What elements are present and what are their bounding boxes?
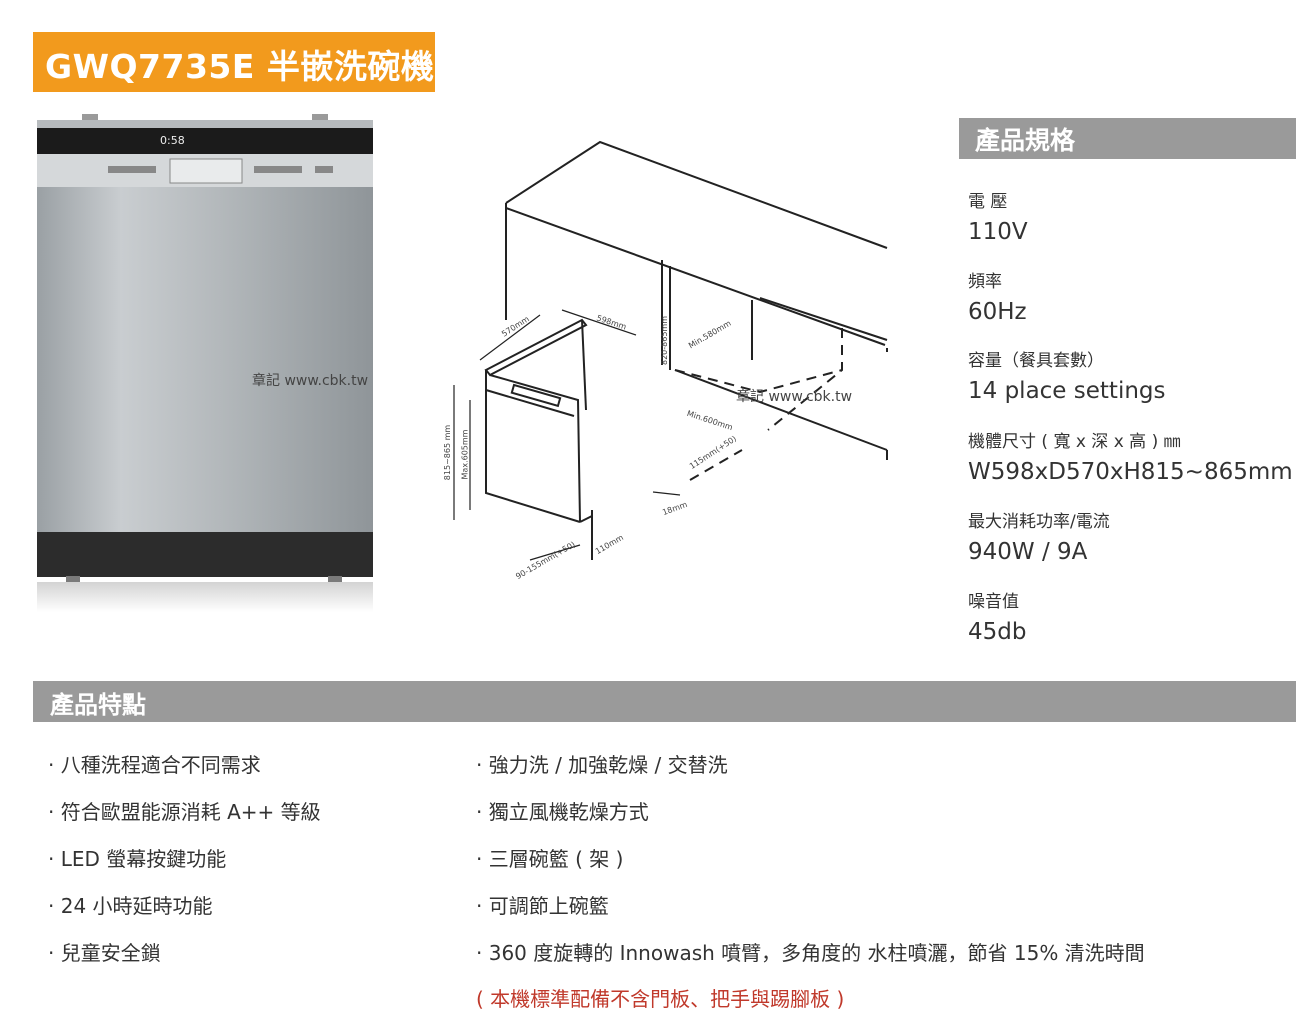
spec-label: 頻率 <box>968 272 1002 292</box>
spec-frequency: 頻率 60Hz <box>968 267 1027 325</box>
dishwasher-photo <box>30 110 380 650</box>
page-title: GWQ7735E 半嵌洗碗機 <box>45 47 435 86</box>
feature-item: · LED 螢幕按鍵功能 <box>48 847 227 871</box>
spec-value: 45db <box>968 619 1027 645</box>
spec-label: 容量（餐具套數） <box>968 351 1104 371</box>
spec-label: 最大消耗功率/電流 <box>968 512 1110 532</box>
dim-cabinet-height: 820-865mm <box>660 315 670 366</box>
feature-heading: 產品特點 <box>50 691 146 719</box>
spec-power: 最大消耗功率/電流 940W / 9A <box>968 507 1110 565</box>
spec-label: 機體尺寸 ( 寬 x 深 x 高 ) ㎜ <box>968 432 1181 452</box>
spec-label: 電 壓 <box>968 192 1008 212</box>
watermark: 章記 www.cbk.tw <box>252 373 369 389</box>
feature-item: · 24 小時延時功能 <box>48 894 213 918</box>
spec-heading-bar: 產品規格 <box>959 118 1296 159</box>
spec-noise: 噪音值 45db <box>968 587 1026 645</box>
feature-item: · 兒童安全鎖 <box>48 941 161 965</box>
installation-diagram <box>440 130 895 600</box>
title-banner: GWQ7735E 半嵌洗碗機 <box>33 32 435 92</box>
feature-item: · 可調節上碗籃 <box>476 894 609 918</box>
accessory-note: ( 本機標準配備不含門板、把手與踢腳板 ) <box>476 987 845 1011</box>
dim-max-door: Max.605mm <box>460 429 470 480</box>
display-readout: 0:58 <box>160 134 185 147</box>
feature-item: · 符合歐盟能源消耗 A++ 等級 <box>48 800 321 824</box>
spec-value: W598xD570xH815~865mm <box>968 459 1293 485</box>
spec-value: 60Hz <box>968 299 1027 325</box>
spec-label: 噪音值 <box>968 592 1019 612</box>
feature-item: · 三層碗籃 ( 架 ) <box>476 847 624 871</box>
spec-dimensions: 機體尺寸 ( 寬 x 深 x 高 ) ㎜ W598xD570xH815~865m… <box>968 427 1293 485</box>
feature-heading-bar: 產品特點 <box>33 681 1296 722</box>
spec-heading: 產品規格 <box>975 126 1076 155</box>
spec-voltage: 電 壓 110V <box>968 187 1028 245</box>
feature-item: · 獨立風機乾燥方式 <box>476 800 649 824</box>
feature-item: · 360 度旋轉的 Innowash 噴臂，多角度的 水柱噴灑，節省 15% … <box>476 941 1145 965</box>
feature-item: · 強力洗 / 加強乾燥 / 交替洗 <box>476 753 728 777</box>
spec-value: 14 place settings <box>968 378 1166 404</box>
dim-height-range: 815~865 mm <box>443 424 453 481</box>
spec-value: 110V <box>968 219 1028 245</box>
spec-capacity: 容量（餐具套數） 14 place settings <box>968 346 1166 404</box>
watermark: 章記 www.cbk.tw <box>736 389 853 405</box>
spec-value: 940W / 9A <box>968 539 1088 565</box>
feature-item: · 八種洗程適合不同需求 <box>48 753 261 777</box>
